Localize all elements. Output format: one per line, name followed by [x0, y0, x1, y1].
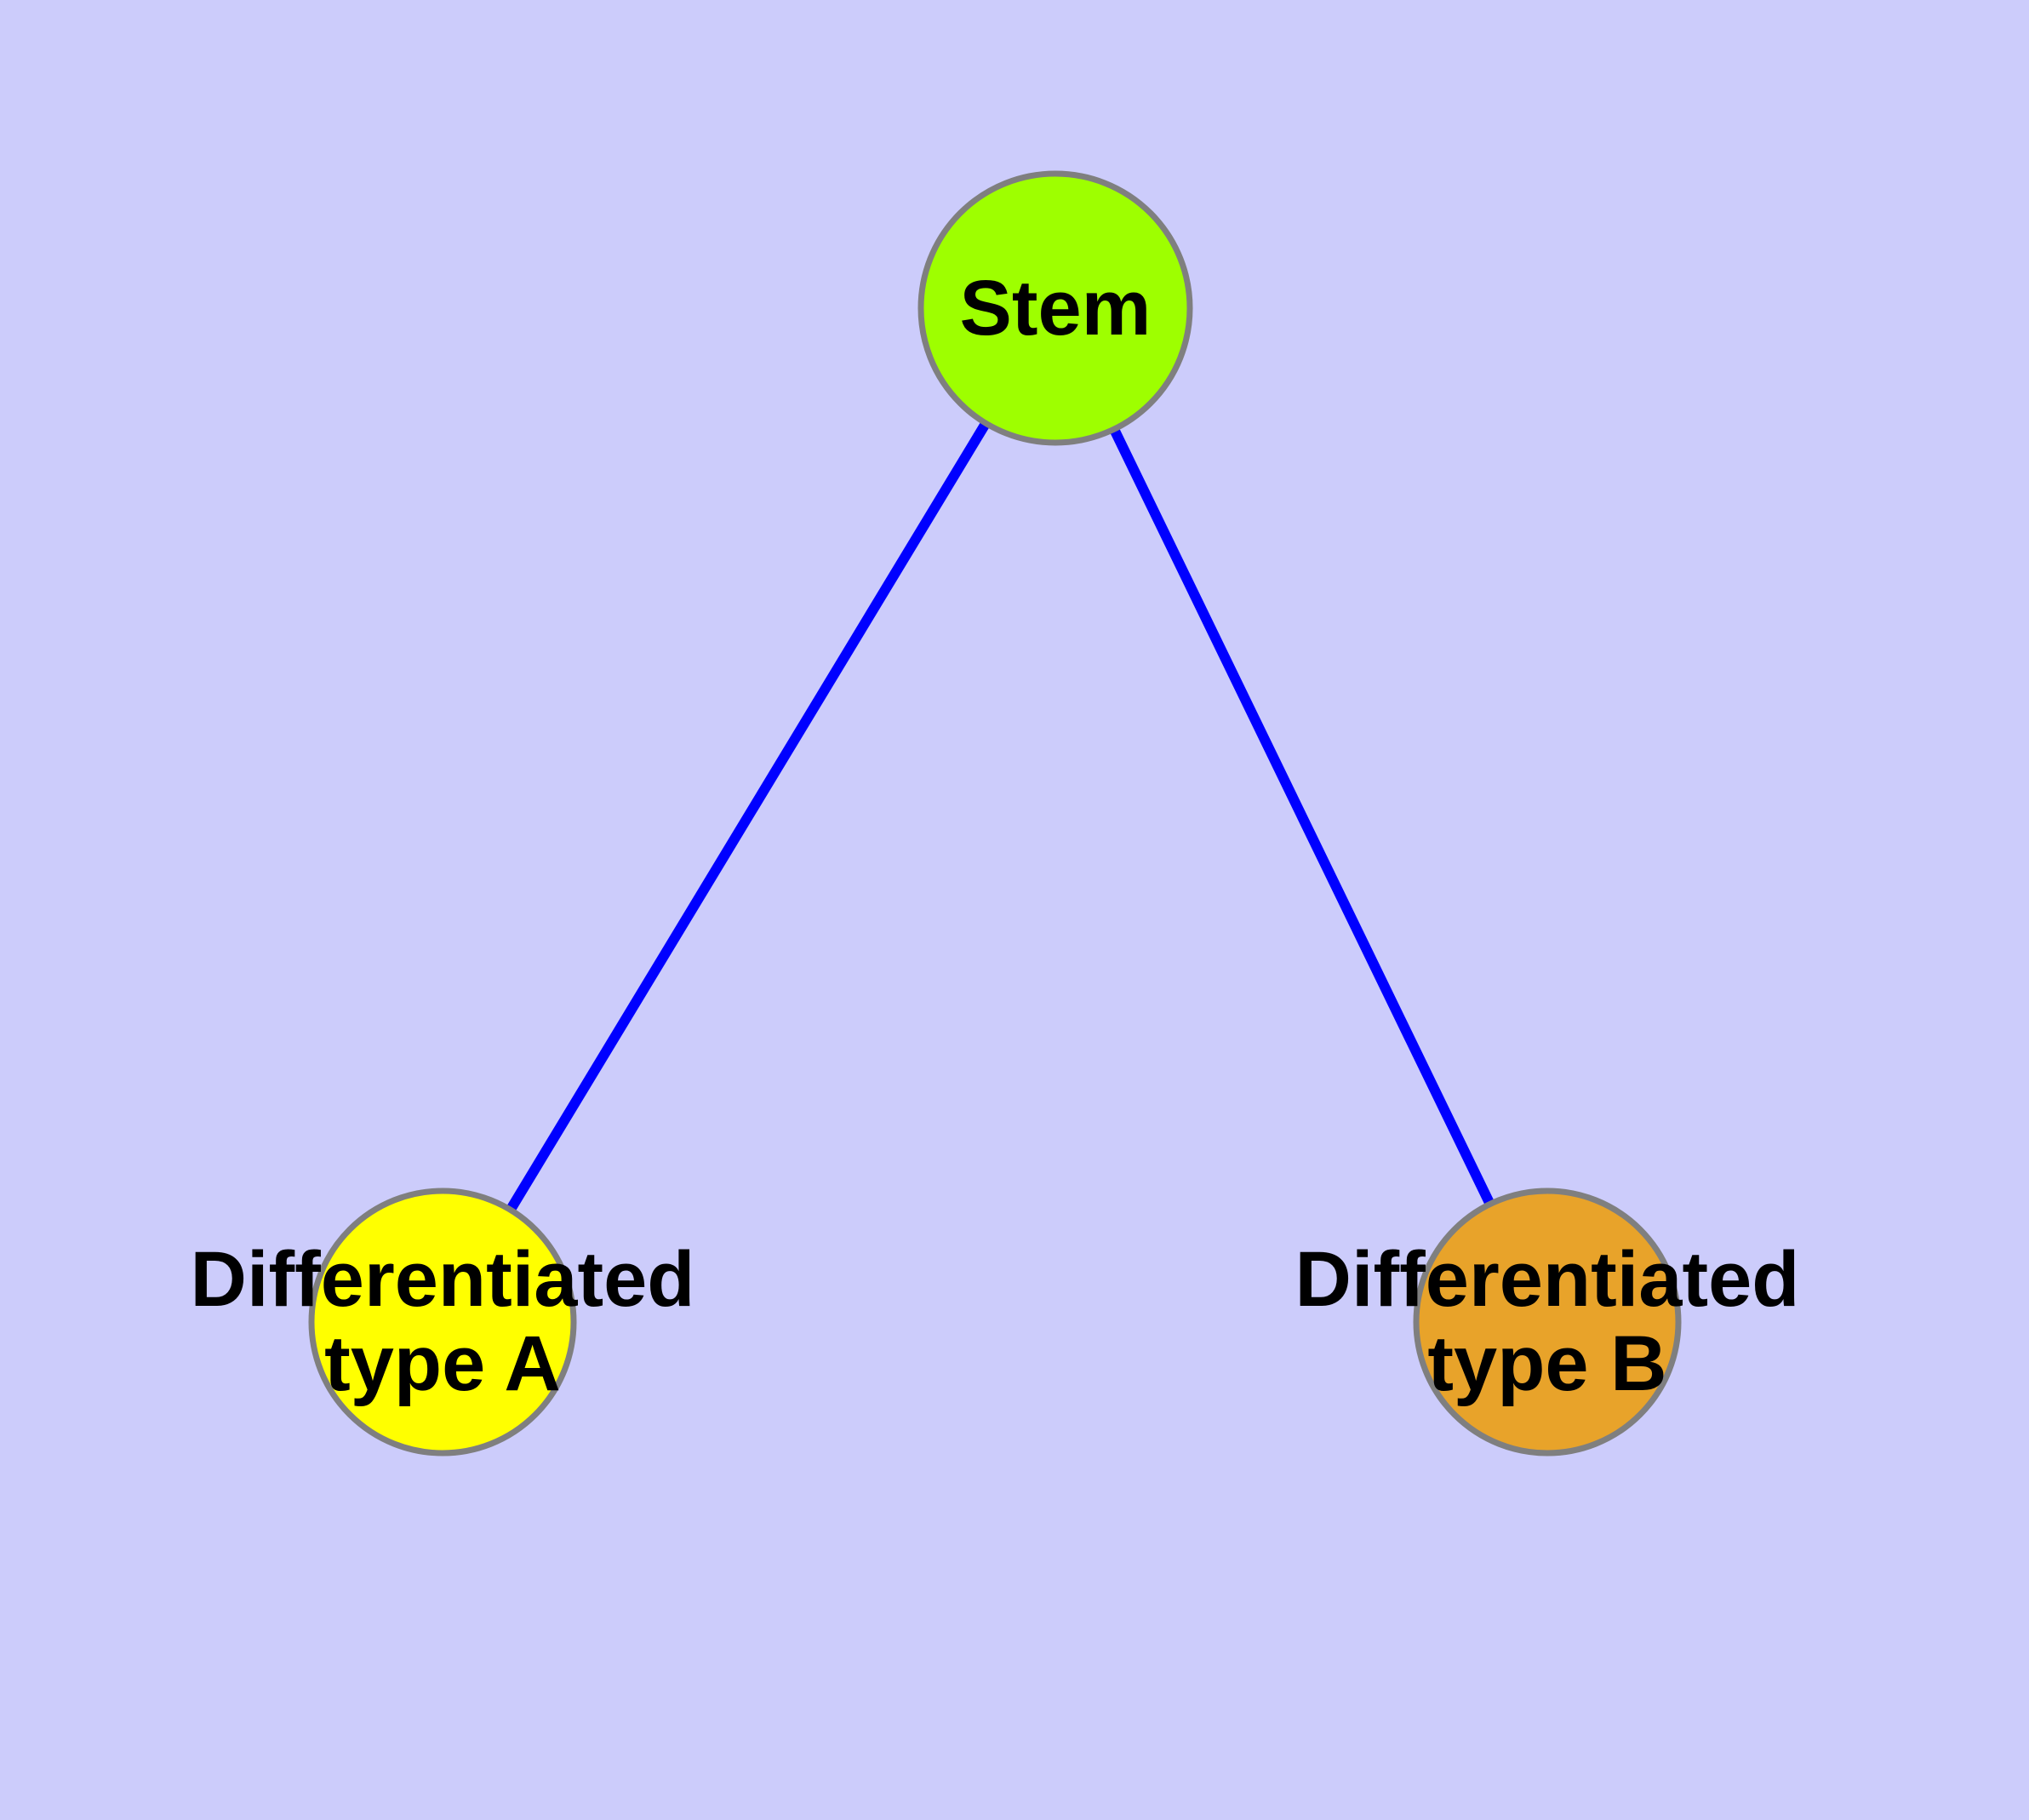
node-layer: [308, 170, 1682, 1457]
graph-edge[interactable]: [437, 305, 1060, 1325]
edge-layer: [437, 305, 1552, 1325]
graph-edge[interactable]: [1050, 306, 1552, 1325]
graph-node-diff_a[interactable]: [308, 1188, 577, 1457]
graph-node-diff_b[interactable]: [1413, 1188, 1682, 1457]
graph-node-stem[interactable]: [917, 170, 1193, 446]
